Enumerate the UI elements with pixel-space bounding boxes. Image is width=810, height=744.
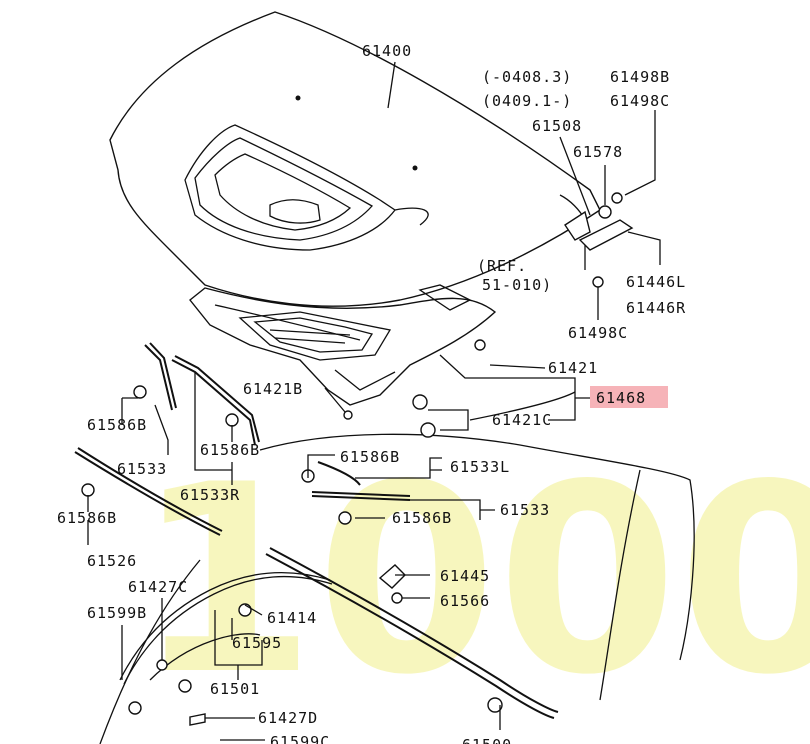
label-61533-1[interactable]: 61533: [117, 460, 167, 478]
label-date-b: (0409.1-): [482, 92, 572, 110]
label-61508[interactable]: 61508: [532, 117, 582, 135]
label-61468[interactable]: 61468: [596, 389, 646, 407]
highlight-61468: [590, 386, 668, 408]
label-61586b-5[interactable]: 61586B: [392, 509, 452, 527]
label-61500[interactable]: 61500: [462, 736, 512, 744]
label-61501[interactable]: 61501: [210, 680, 260, 698]
label-61427c[interactable]: 61427C: [128, 578, 188, 596]
label-61446r[interactable]: 61446R: [626, 299, 686, 317]
hood-cable: [119, 564, 406, 685]
body-outline: [99, 391, 695, 744]
label-61533r[interactable]: 61533R: [180, 486, 240, 504]
label-61586b-1[interactable]: 61586B: [87, 416, 147, 434]
hood-hinge: [564, 192, 634, 296]
label-61566[interactable]: 61566: [440, 592, 490, 610]
label-61526[interactable]: 61526: [87, 552, 137, 570]
label-61578[interactable]: 61578: [573, 143, 623, 161]
label-61586b-3[interactable]: 61586B: [340, 448, 400, 466]
part-labels: 61400 (-0408.3) 61498B (0409.1-) 61498C …: [57, 42, 686, 744]
label-61498b[interactable]: 61498B: [610, 68, 670, 86]
label-ref-a: (REF.: [477, 257, 527, 275]
label-61599b[interactable]: 61599B: [87, 604, 147, 622]
label-61595[interactable]: 61595: [232, 634, 282, 652]
weatherstrips: [74, 342, 559, 719]
label-61586b-4[interactable]: 61586B: [57, 509, 117, 527]
label-61599c[interactable]: 61599C: [270, 733, 330, 744]
hood-insulator: [189, 284, 497, 406]
label-61498c-top[interactable]: 61498C: [610, 92, 670, 110]
hood-panel: [109, 11, 601, 307]
label-61421[interactable]: 61421: [548, 359, 598, 377]
label-61421b[interactable]: 61421B: [243, 380, 303, 398]
label-61414[interactable]: 61414: [267, 609, 317, 627]
label-61498c-bottom[interactable]: 61498C: [568, 324, 628, 342]
label-61533l[interactable]: 61533L: [450, 458, 510, 476]
label-61445[interactable]: 61445: [440, 567, 490, 585]
label-ref-b: 51-010): [482, 276, 552, 294]
clips: [81, 339, 503, 726]
label-61400[interactable]: 61400: [362, 42, 412, 60]
label-61446l[interactable]: 61446L: [626, 273, 686, 291]
label-61533-2[interactable]: 61533: [500, 501, 550, 519]
label-61427d[interactable]: 61427D: [258, 709, 318, 727]
label-61421c[interactable]: 61421C: [492, 411, 552, 429]
leader-lines: [87, 61, 661, 741]
label-61586b-2[interactable]: 61586B: [200, 441, 260, 459]
label-date-a: (-0408.3): [482, 68, 572, 86]
